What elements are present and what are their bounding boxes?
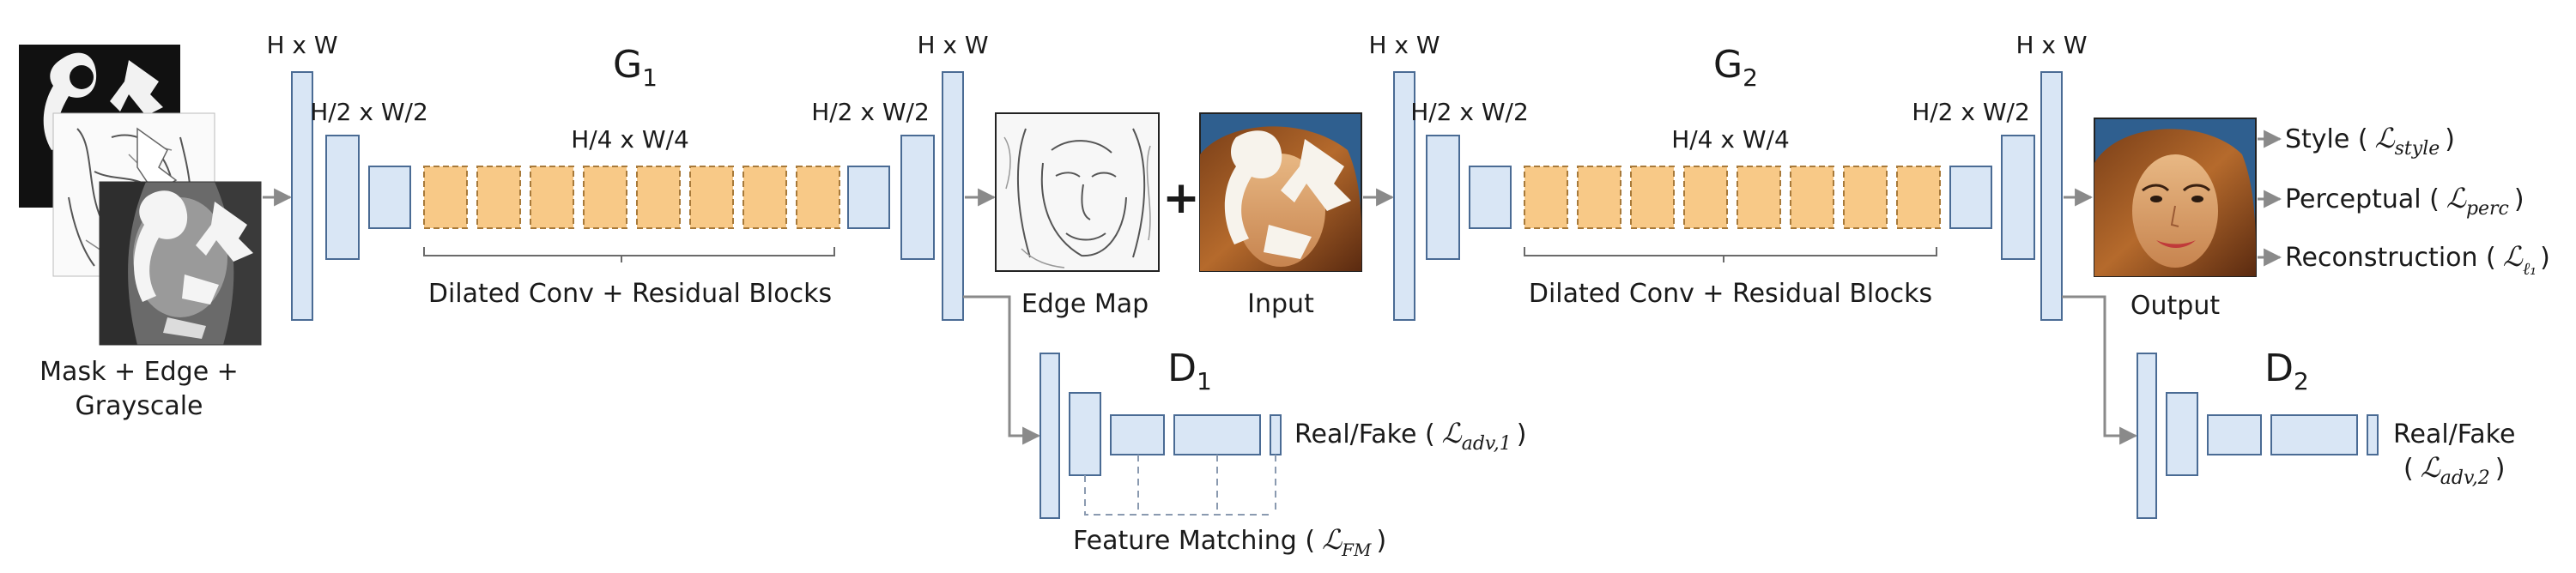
g2-dim-quarter: H/4 x W/4 [1671,125,1790,154]
g1-decoder-layer-full [942,71,964,321]
g1-decoder-layer-half [900,135,935,260]
d1-output-label: Real/Fake (ℒadv,1) [1294,417,1526,455]
g1-residual-block-5 [636,166,681,229]
output-image [2094,118,2257,277]
stack-caption-line1: Mask + Edge + [39,357,239,387]
d2-output-label-line1: Real/Fake [2393,419,2515,449]
g2-dim-half-in: H/2 x W/2 [1410,98,1529,126]
g1-dim-half-out: H/2 x W/2 [811,98,930,126]
discriminator-2 [2137,353,2379,519]
g2-residual-block-3 [1630,166,1675,229]
d2-layer-4 [2270,414,2358,455]
g2-encoder-layer-quarter [1469,166,1512,229]
g2-res-caption: Dilated Conv + Residual Blocks [1529,279,1932,309]
g2-residual-block-7 [1843,166,1888,229]
g1-residual-block-2 [476,166,521,229]
input-caption: Input [1247,289,1314,319]
g2-residual-blocks [1524,166,1941,229]
g2-dim-top-in: H x W [1368,31,1440,59]
d1-layer-1 [1039,353,1060,519]
output-losses: Style (ℒstyle) Perceptual (ℒperc) Recons… [2258,122,2550,279]
g2-encoder-layer-half [1426,135,1460,260]
edge-map-image [995,112,1160,272]
g2-decoder-layer-full [2040,71,2063,321]
g1-residual-block-6 [689,166,734,229]
d1-layer-4 [1173,414,1261,455]
generator-2 [1393,71,2063,321]
feature-matching-label: Feature Matching (ℒFM) [1073,523,1386,560]
g2-residual-block-2 [1577,166,1621,229]
edge-map-caption: Edge Map [1021,289,1149,319]
g2-residual-block-6 [1790,166,1834,229]
d1-layer-5 [1270,414,1282,455]
d1-layer-2 [1069,392,1101,476]
discriminator-1 [1039,353,1282,519]
g1-res-bracket [423,247,835,262]
g1-residual-block-4 [583,166,627,229]
d2-layer-2 [2166,392,2198,476]
d2-layer-5 [2367,414,2379,455]
grayscale-image [99,181,262,346]
g1-encoder-layer-half [325,135,360,260]
g2-residual-block-4 [1683,166,1728,229]
output-caption: Output [2131,291,2220,321]
g2-encoder-layer-full [1393,71,1415,321]
g2-decoder-layer-quarter [1949,166,1992,229]
g2-residual-block-1 [1524,166,1568,229]
g2-title: G2 [1713,43,1758,92]
g1-residual-block-7 [742,166,787,229]
g1-dim-quarter: H/4 x W/4 [571,125,689,154]
d2-layer-3 [2207,414,2262,455]
arrow-g2-to-d2 [2062,295,2138,445]
style-loss-label: Style (ℒstyle) [2285,122,2455,160]
g1-res-caption: Dilated Conv + Residual Blocks [428,279,832,309]
g1-residual-block-8 [796,166,840,229]
g2-residual-block-8 [1896,166,1941,229]
d2-title: D2 [2264,347,2309,395]
plus-sign: + [1162,172,1200,224]
input-image [1199,112,1362,272]
d1-feature-matching-links [1084,455,1276,516]
g1-residual-blocks [423,166,840,229]
g2-decoder-layer-half [2001,135,2035,260]
g1-decoder-layer-quarter [847,166,890,229]
d1-layer-3 [1110,414,1165,455]
g2-res-bracket [1524,247,1937,262]
d2-output-label-line2: (ℒadv,2) [2403,451,2506,489]
g1-dim-half-in: H/2 x W/2 [310,98,428,126]
g2-dim-half-out: H/2 x W/2 [1912,98,2030,126]
g1-title: G1 [613,43,658,92]
reconstruction-loss-label: Reconstruction (ℒℓ₁) [2285,240,2550,279]
stack-caption-line2: Grayscale [75,391,203,421]
g1-dim-top-in: H x W [266,31,337,59]
generator-1 [291,71,964,321]
arrow-g1-to-d1 [963,295,1041,445]
g1-dim-top-out: H x W [917,31,988,59]
g1-encoder-layer-full [291,71,313,321]
g1-residual-block-3 [530,166,574,229]
g1-encoder-layer-quarter [368,166,411,229]
perceptual-loss-label: Perceptual (ℒperc) [2285,182,2524,220]
d1-title: D1 [1167,347,1212,395]
g1-residual-block-1 [423,166,468,229]
d2-layer-1 [2137,353,2157,519]
g2-residual-block-5 [1737,166,1781,229]
input-image-stack [19,45,262,346]
g2-dim-top-out: H x W [2015,31,2087,59]
